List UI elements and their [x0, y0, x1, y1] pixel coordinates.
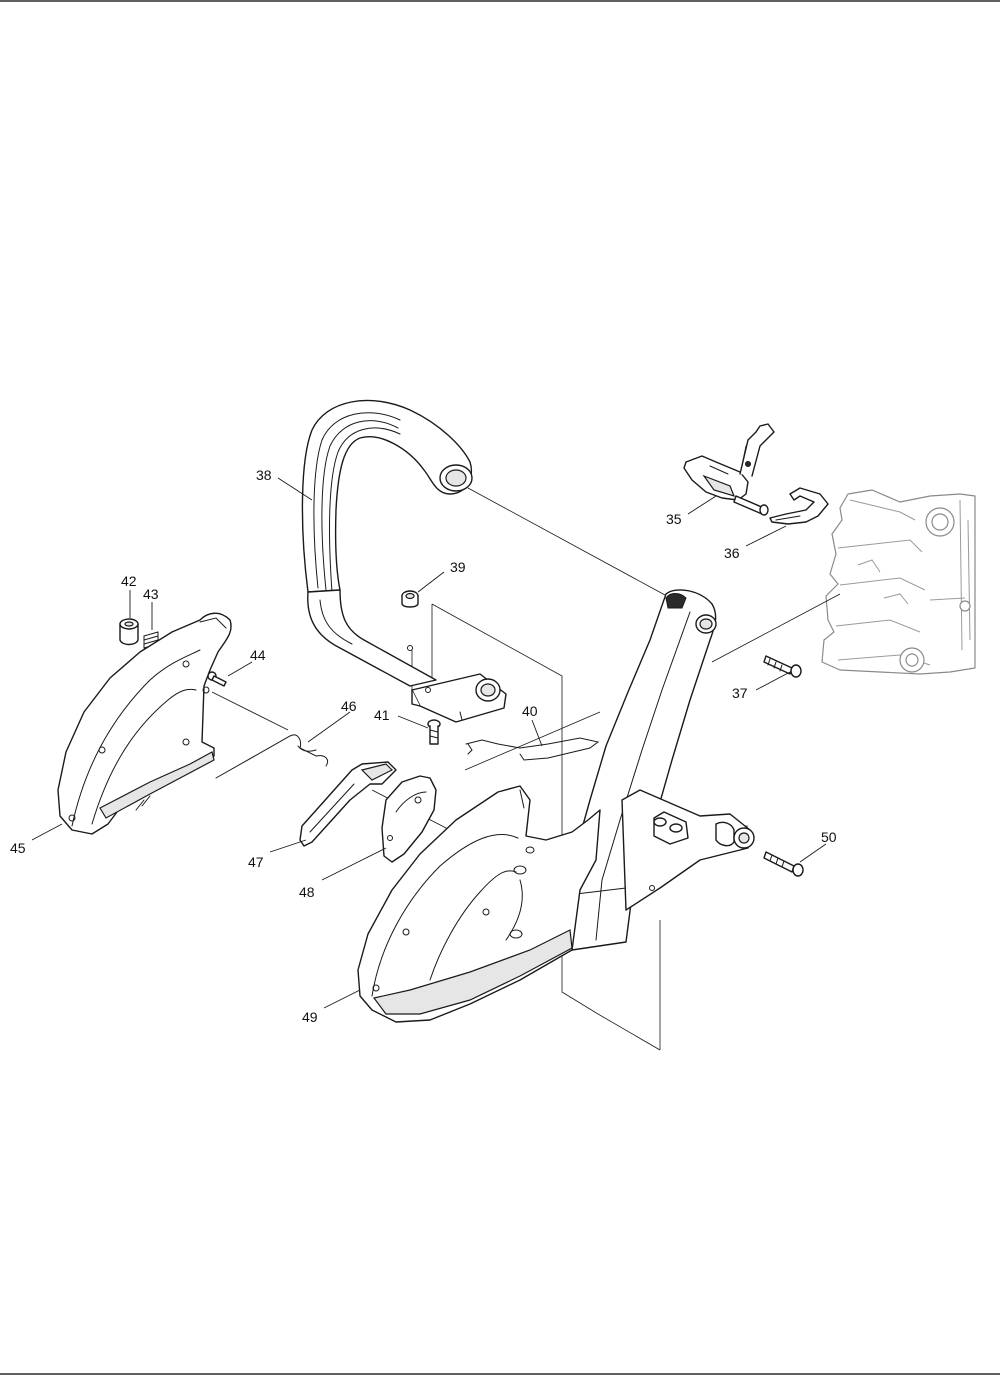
lock-plate [381, 775, 437, 863]
leader-48 [321, 847, 387, 881]
small-spring [143, 631, 159, 649]
wire-spring [465, 737, 600, 761]
callout-labels: 35 36 37 38 39 40 41 42 43 44 45 46 47 4… [10, 467, 837, 1025]
leader-44 [227, 661, 253, 677]
leader-46 [307, 711, 351, 743]
leader-39 [417, 571, 445, 593]
callout-45: 45 [10, 840, 26, 856]
callout-38: 38 [256, 467, 272, 483]
callout-35: 35 [666, 511, 682, 527]
screw-41 [427, 719, 441, 745]
callout-50: 50 [821, 829, 837, 845]
leader-41 [397, 715, 429, 729]
callout-48: 48 [299, 884, 315, 900]
rubber-buffer [401, 590, 419, 608]
screw-37 [763, 655, 802, 678]
callout-47: 47 [248, 854, 264, 870]
leader-37 [755, 671, 791, 691]
main-handle-housing [357, 589, 755, 1023]
throttle-control [683, 423, 775, 516]
leader-45 [31, 823, 63, 841]
front-handle-bar [301, 399, 507, 723]
assembly-lines [211, 487, 841, 1051]
screw-44 [207, 671, 227, 687]
bushing [119, 618, 139, 646]
rear-handle-cover [57, 612, 232, 835]
callout-37: 37 [732, 685, 748, 701]
callout-42: 42 [121, 573, 137, 589]
leader-49 [323, 989, 361, 1009]
leader-38 [277, 477, 313, 501]
callout-43: 43 [143, 586, 159, 602]
callout-44: 44 [250, 647, 266, 663]
callout-40: 40 [522, 703, 538, 719]
engine-housing-faded [821, 489, 976, 675]
leader-40 [531, 719, 543, 747]
leader-36 [745, 525, 787, 547]
cable-wire [215, 734, 329, 779]
callout-46: 46 [341, 698, 357, 714]
leader-35 [687, 495, 717, 515]
callout-leaders [31, 477, 827, 1009]
clip-lever [769, 487, 829, 525]
throttle-lever [299, 761, 397, 847]
callout-36: 36 [724, 545, 740, 561]
leader-47 [269, 839, 307, 853]
callout-49: 49 [302, 1009, 318, 1025]
leader-50 [799, 843, 827, 863]
screw-50 [763, 851, 804, 877]
callout-41: 41 [374, 707, 390, 723]
callout-39: 39 [450, 559, 466, 575]
